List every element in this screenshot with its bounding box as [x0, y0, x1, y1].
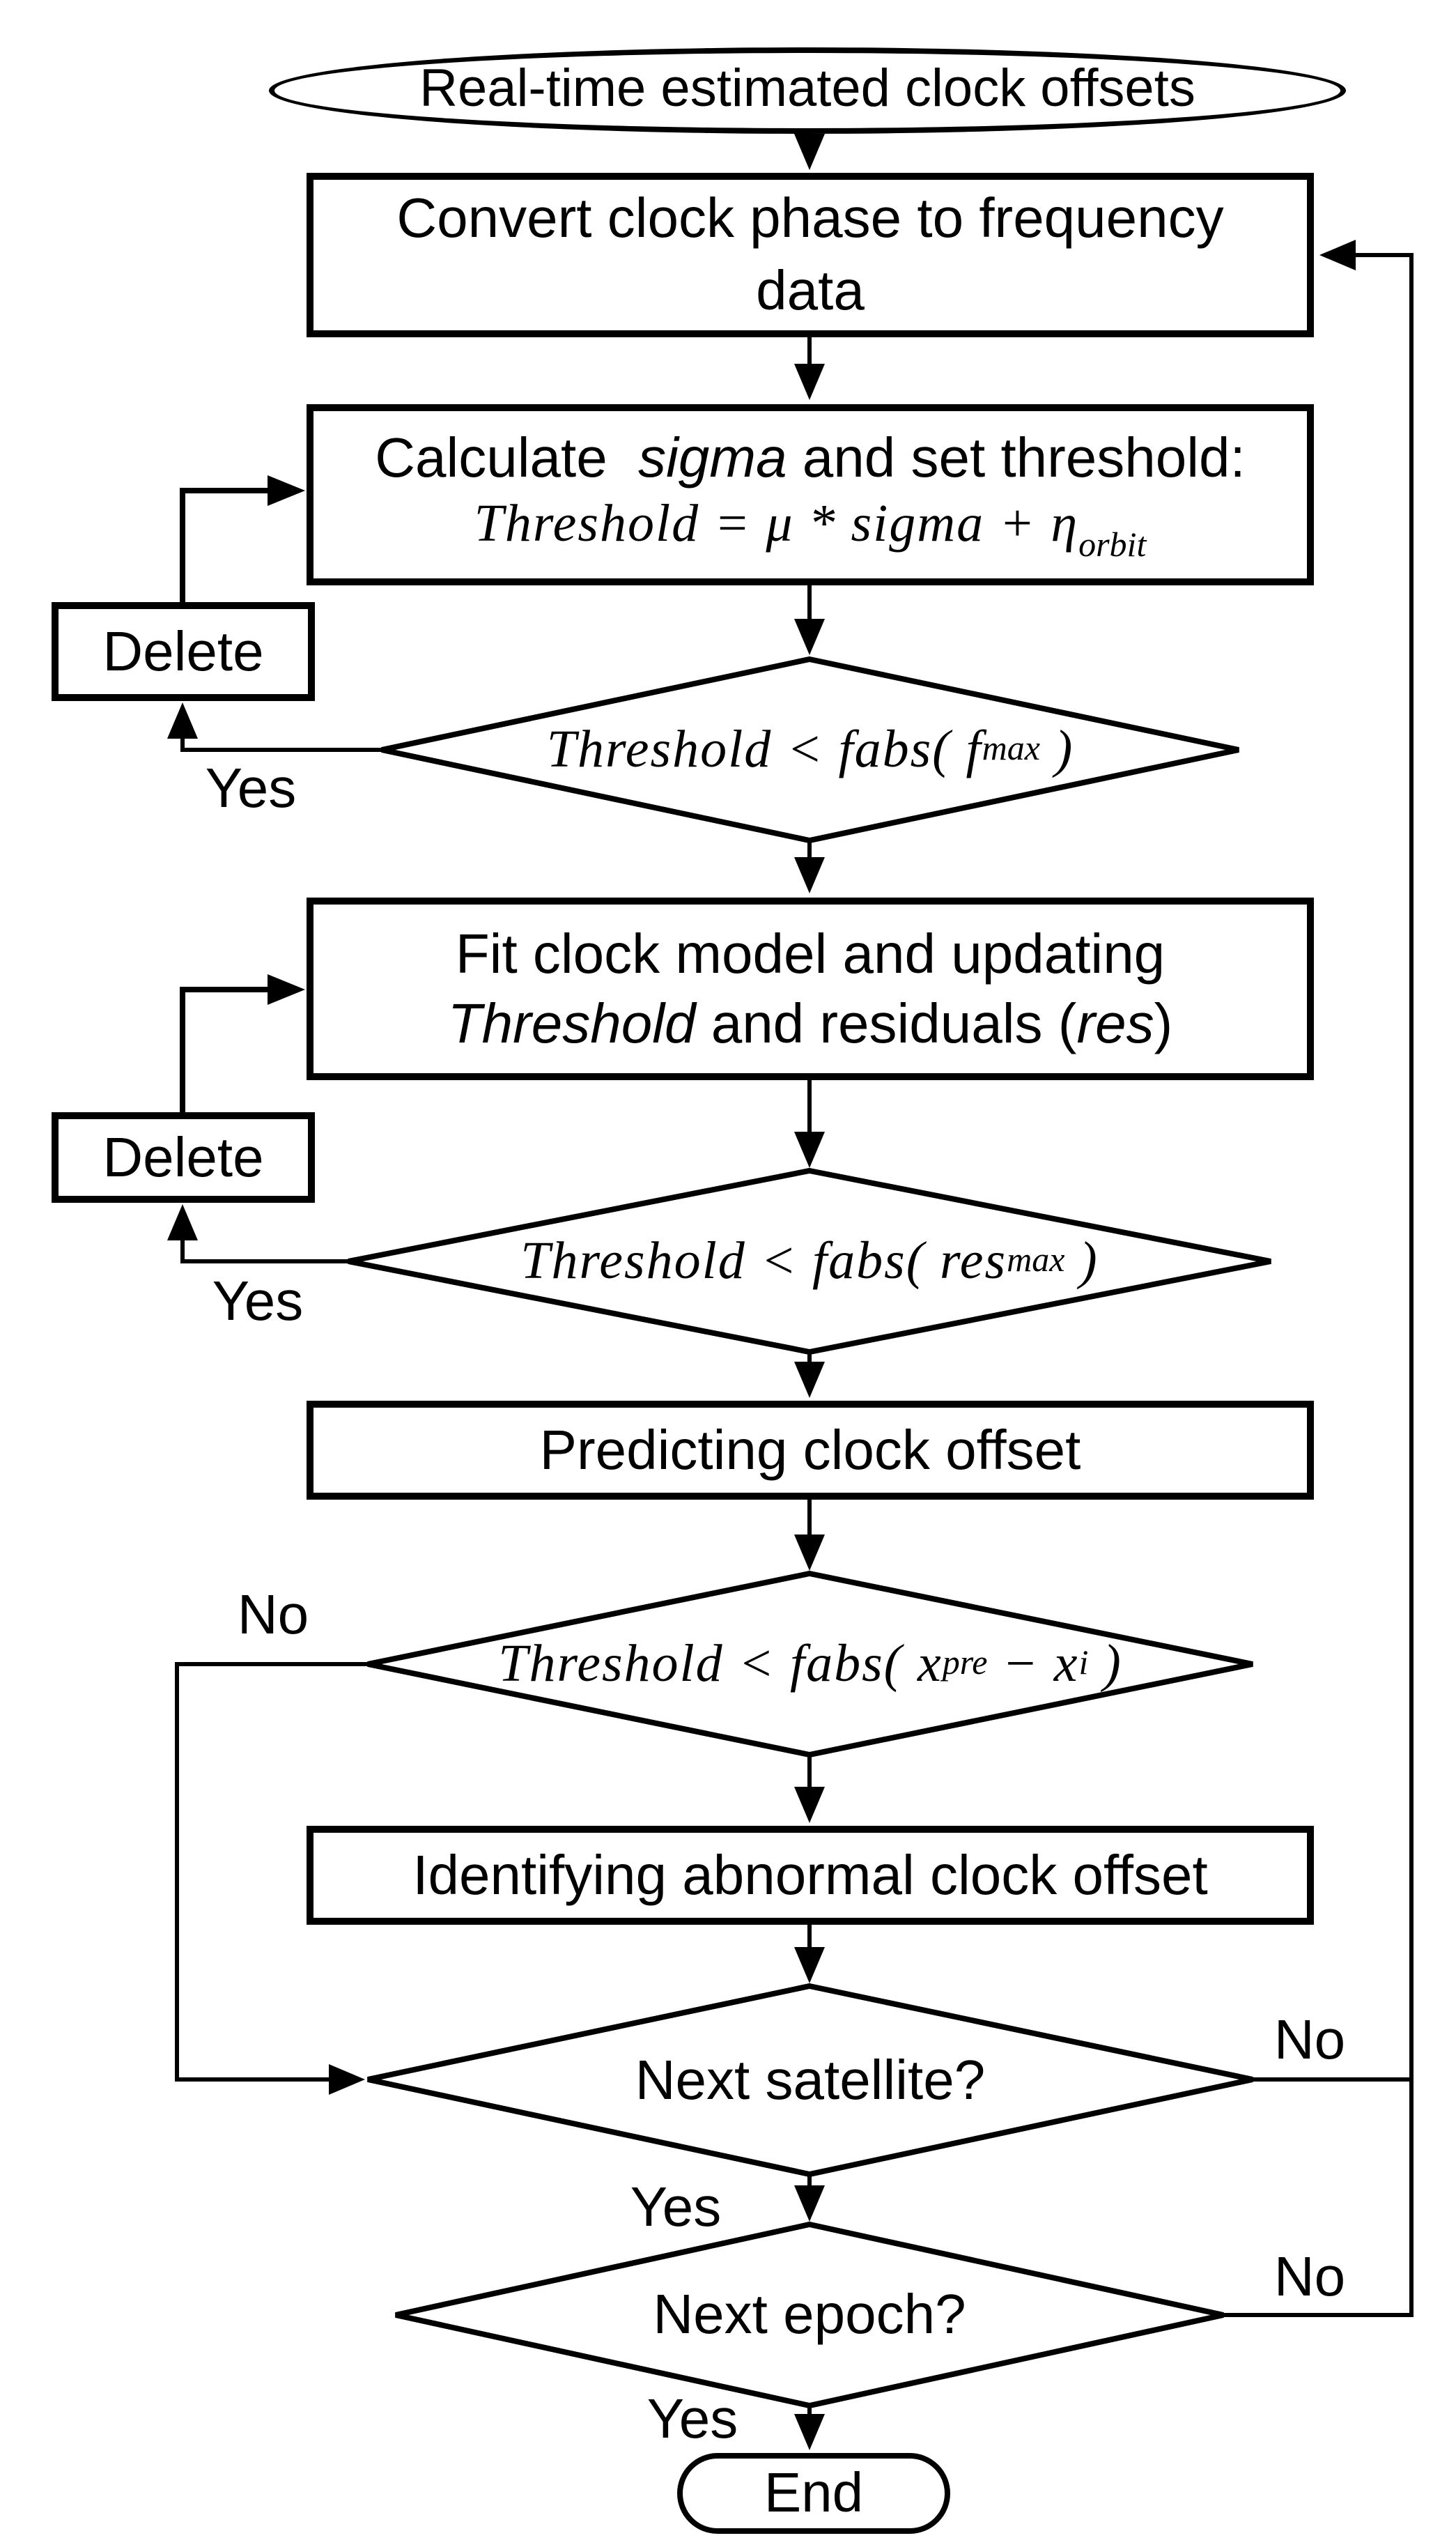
decision3-threshold-xpre-diamond: [367, 1570, 1253, 1758]
delete-box-1: Delete: [52, 602, 315, 701]
arrowhead-down-icon: [794, 2185, 825, 2222]
fit-clock-model-box: Fit clock model and updating Threshold a…: [307, 898, 1314, 1080]
end-terminator: End: [677, 2453, 950, 2534]
arrowhead-down-icon: [794, 619, 825, 655]
arrowhead-down-icon: [794, 1132, 825, 1168]
identify-abnormal-box: Identifying abnormal clock offset: [307, 1826, 1314, 1925]
connector-decision5-convert-no: [1223, 253, 1414, 2317]
connector-decision2-delete2-yes: [180, 1211, 348, 1263]
arrowhead-down-icon: [794, 364, 825, 400]
connector-delete2-fit: [180, 987, 294, 1112]
start-terminator: Real-time estimated clock offsets: [269, 47, 1346, 134]
decision1-threshold-fmax-diamond: [381, 656, 1239, 844]
delete-box-2: Delete: [52, 1112, 315, 1203]
arrowhead-right-icon: [268, 475, 305, 506]
decision1-yes-label: Yes: [205, 758, 297, 820]
decision5-next-epoch-diamond: [395, 2221, 1224, 2409]
connector-decision1-delete1-yes: [180, 709, 382, 752]
calculate-threshold-box: Calculate sigma and set threshold: Thres…: [307, 404, 1314, 585]
decision3-no-label: No: [237, 1585, 309, 1646]
arrowhead-down-icon: [794, 1787, 825, 1823]
arrowhead-down-icon: [794, 1947, 825, 1983]
arrowhead-down-icon: [794, 2414, 825, 2450]
connector-delete1-calculate: [180, 488, 294, 602]
arrowhead-right-icon: [329, 2064, 365, 2095]
delete1-label: Delete: [102, 621, 264, 682]
arrowhead-down-icon: [794, 1362, 825, 1398]
predict-clock-offset-box: Predicting clock offset: [307, 1401, 1314, 1500]
calculate-formula: Threshold = μ * sigma + ηorbit: [474, 495, 1147, 564]
predict-label: Predicting clock offset: [539, 1420, 1081, 1481]
fit-line2: Threshold and residuals (res): [447, 993, 1173, 1054]
calculate-line1: Calculate sigma and set threshold:: [375, 428, 1246, 489]
decision2-threshold-resmax-diamond: [348, 1167, 1271, 1355]
convert-process-box: Convert clock phase to frequency data: [307, 173, 1314, 337]
decision5-no-label: No: [1273, 2247, 1346, 2308]
decision4-next-satellite-diamond: [367, 1983, 1253, 2178]
decision5-yes-label: Yes: [646, 2389, 738, 2450]
arrowhead-up-icon: [167, 1204, 198, 1240]
arrowhead-up-icon: [167, 702, 198, 739]
fit-line1: Fit clock model and updating: [455, 923, 1165, 985]
start-label: Real-time estimated clock offsets: [419, 60, 1195, 119]
identify-label: Identifying abnormal clock offset: [412, 1845, 1208, 1906]
arrowhead-left-icon: [1319, 240, 1356, 270]
decision4-label: Next satellite?: [635, 2049, 986, 2111]
arrowhead-down-icon: [794, 857, 825, 893]
decision4-no-label: No: [1273, 2010, 1346, 2071]
arrowhead-down-icon: [794, 1535, 825, 1571]
arrowhead-right-icon: [268, 974, 305, 1005]
delete2-label: Delete: [102, 1127, 264, 1188]
end-label: End: [764, 2463, 864, 2524]
convert-label: Convert clock phase to frequency data: [396, 188, 1224, 322]
connector-decision3-decision4-no: [175, 1662, 368, 2082]
decision5-label: Next epoch?: [653, 2284, 966, 2346]
decision2-yes-label: Yes: [212, 1271, 304, 1332]
arrowhead-down-icon: [794, 134, 825, 170]
decision4-yes-label: Yes: [630, 2177, 722, 2238]
